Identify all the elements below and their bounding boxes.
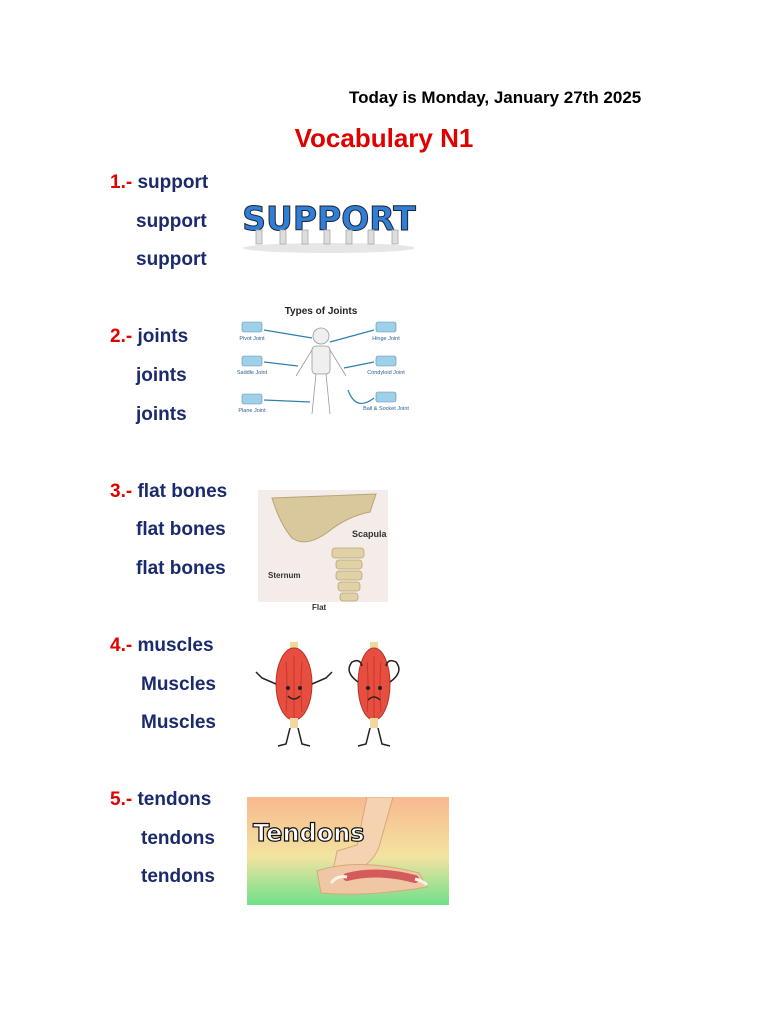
joint-label-3: Saddle Joint — [237, 370, 268, 376]
joint-label-2: Hinge Joint — [372, 336, 400, 342]
entry-2-line-1: 2.- joints — [110, 326, 188, 348]
entry-1-line-3: support — [136, 249, 207, 270]
joint-label-1: Pivot Joint — [239, 336, 265, 342]
entry-4-line-1: 4.- muscles — [110, 635, 214, 657]
scapula-label: Scapula — [352, 529, 388, 539]
page-title: Vocabulary N1 — [294, 123, 474, 153]
flat-bones-image: Scapula Sternum Flat — [258, 490, 388, 614]
joint-label-6: Ball & Socket Joint — [363, 406, 409, 412]
entry-2-number: 2.- — [110, 326, 133, 347]
types-of-joints-diagram: Types of Joints Pivot Joint Hinge Joint … — [226, 302, 416, 424]
entry-5-line-1: 5.- tendons — [110, 789, 211, 811]
tendons-arm-image: Tendons — [247, 797, 449, 905]
entry-3-line-3: flat bones — [136, 558, 226, 579]
support-image-text: SUPPORT — [242, 199, 416, 238]
joint-label-5: Plane Joint — [238, 408, 266, 414]
tendons-image-text: Tendons — [253, 819, 365, 847]
entry-3-word: flat bones — [137, 481, 228, 502]
joints-diagram-title: Types of Joints — [285, 306, 358, 317]
joint-label-4: Condyloid Joint — [367, 370, 405, 376]
date-line: Today is Monday, January 27th 2025 — [349, 88, 642, 107]
entry-5-line-3: tendons — [141, 866, 215, 887]
support-letters-image: SUPPORT — [240, 190, 418, 254]
entry-4-number: 4.- — [110, 635, 133, 656]
entry-2-line-3: joints — [136, 404, 187, 425]
entry-3-line-1: 3.- flat bones — [110, 481, 227, 503]
entry-2-word: joints — [137, 326, 189, 347]
entry-4-line-2: Muscles — [141, 674, 216, 695]
entry-3-line-2: flat bones — [136, 519, 226, 540]
sternum-label: Sternum — [268, 571, 300, 580]
entry-1-number: 1.- — [110, 172, 133, 193]
flat-label: Flat — [312, 603, 327, 612]
entry-4-word: muscles — [137, 635, 214, 656]
entry-1-line-1: 1.- support — [110, 172, 208, 194]
entry-3-number: 3.- — [110, 481, 133, 502]
entry-4-line-3: Muscles — [141, 712, 216, 733]
muscles-cartoon-image — [240, 632, 424, 750]
entry-1-word: support — [137, 172, 209, 193]
entry-1-line-2: support — [136, 211, 207, 232]
entry-2-line-2: joints — [136, 365, 187, 386]
entry-5-line-2: tendons — [141, 828, 215, 849]
entry-5-number: 5.- — [110, 789, 133, 810]
entry-5-word: tendons — [137, 789, 212, 810]
